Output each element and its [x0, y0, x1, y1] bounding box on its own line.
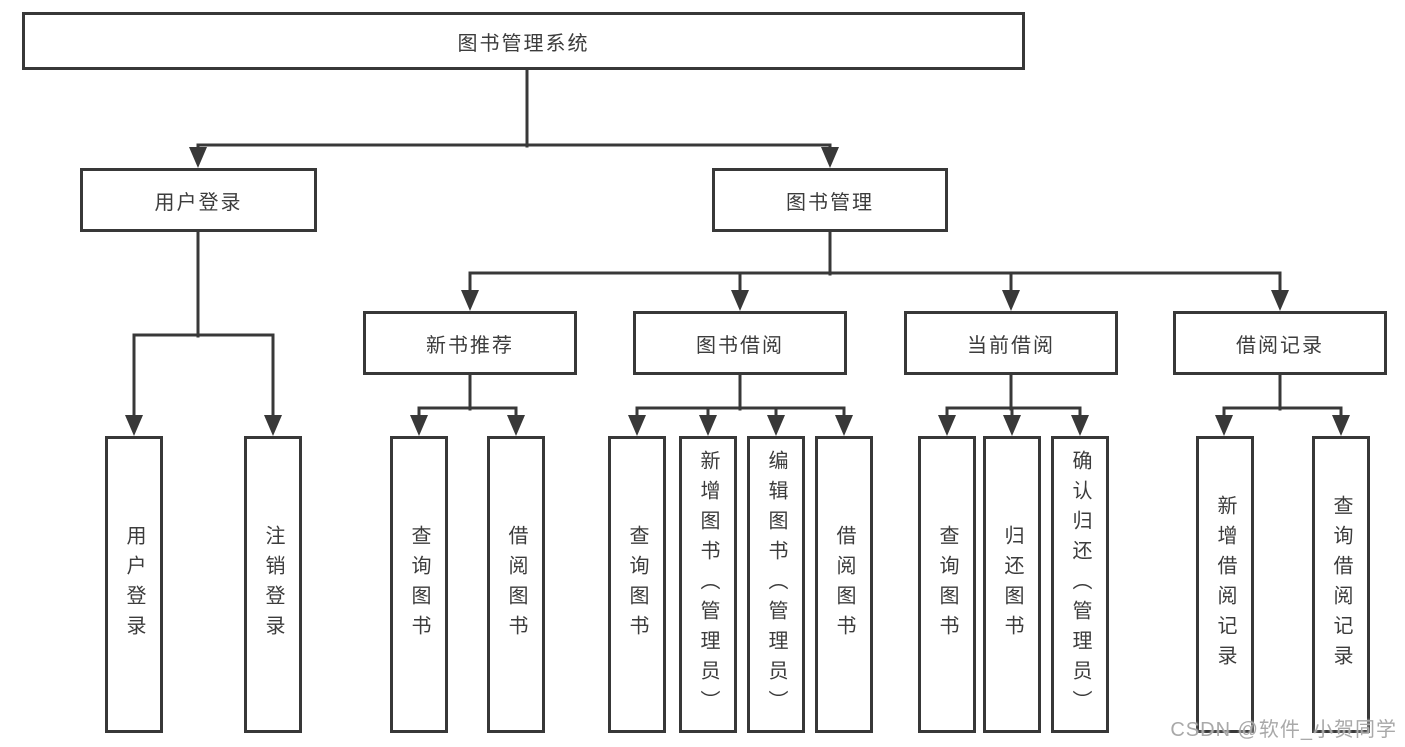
leaf-bb-edit-book: 编辑图书（管理员）: [747, 436, 805, 733]
node-borrow-record: 借阅记录: [1173, 311, 1387, 375]
leaf-br-query-record: 查询借阅记录: [1312, 436, 1370, 733]
leaf-br-add-record: 新增借阅记录: [1196, 436, 1254, 733]
node-user-login: 用户登录: [80, 168, 317, 232]
watermark-text: CSDN @软件_小贺同学: [1170, 719, 1397, 741]
leaf-cb-query-book: 查询图书: [918, 436, 976, 733]
node-new-book-recommend: 新书推荐: [363, 311, 577, 375]
leaf-bb-borrow-book: 借阅图书: [815, 436, 873, 733]
node-book-management: 图书管理: [712, 168, 948, 232]
leaf-user-login: 用户登录: [105, 436, 163, 733]
leaf-cb-return-book: 归还图书: [983, 436, 1041, 733]
node-root: 图书管理系统: [22, 12, 1025, 70]
leaf-nb-borrow-book: 借阅图书: [487, 436, 545, 733]
node-current-borrow: 当前借阅: [904, 311, 1118, 375]
leaf-bb-add-book: 新增图书（管理员）: [679, 436, 737, 733]
node-book-borrow: 图书借阅: [633, 311, 847, 375]
leaf-bb-query-book: 查询图书: [608, 436, 666, 733]
leaf-logout: 注销登录: [244, 436, 302, 733]
leaf-nb-query-book: 查询图书: [390, 436, 448, 733]
leaf-cb-confirm-return: 确认归还（管理员）: [1051, 436, 1109, 733]
